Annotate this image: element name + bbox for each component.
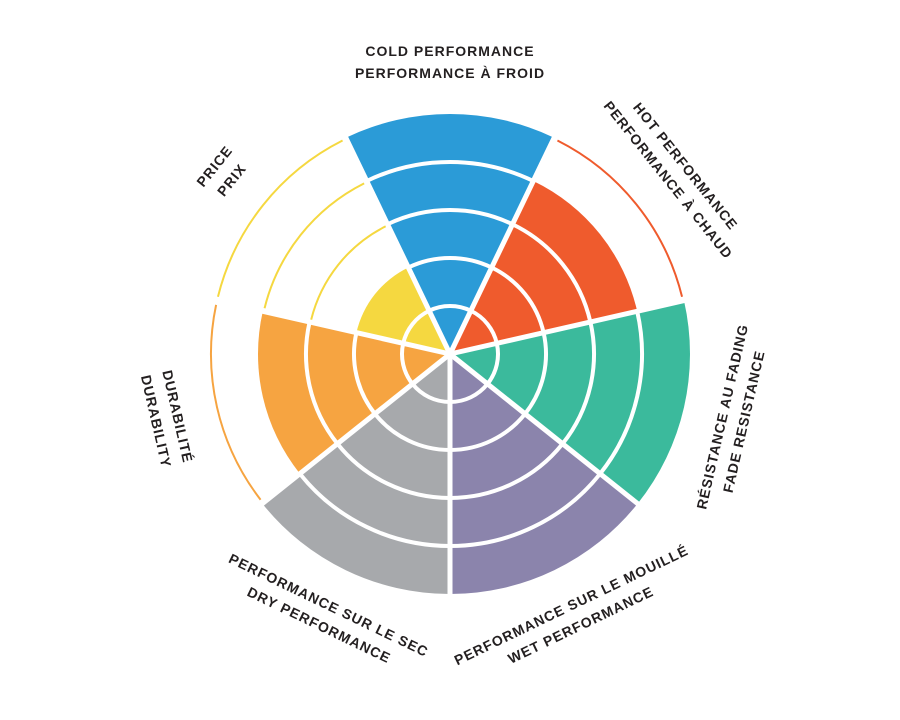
price-remaining-ring-arc	[216, 139, 344, 297]
wet-performance-ring-divider	[449, 472, 602, 548]
segment-separator	[340, 129, 453, 356]
wet-performance-ring-divider	[449, 412, 527, 452]
segment-separator	[254, 352, 452, 511]
wet-performance-ring-divider	[449, 382, 490, 404]
durability-ring-divider	[304, 321, 339, 446]
cold-performance-ring-divider	[407, 256, 493, 270]
cold-performance-ring-divider	[386, 208, 514, 227]
segment-separator	[449, 296, 693, 357]
fade-resistance-ring-divider	[561, 321, 596, 446]
hot-performance-ring-divider	[511, 222, 593, 323]
fade-resistance-ring-divider	[598, 310, 644, 475]
fade-resistance-ring-divider	[523, 332, 548, 416]
segment-separator	[207, 296, 451, 357]
hot-performance-ring-divider	[490, 265, 546, 334]
label-line-en: COLD PERFORMANCE	[365, 43, 535, 59]
hot-performance-ring-divider	[469, 308, 499, 344]
label-cold-performance: COLD PERFORMANCE PERFORMANCE À FROID	[355, 40, 545, 84]
hot-performance-remaining-ring-arc	[556, 139, 684, 297]
fade-resistance-wedge	[450, 300, 690, 504]
durability-remaining-ring-arc	[210, 304, 262, 501]
price-wedge	[356, 267, 450, 354]
dry-performance-ring-divider	[410, 382, 451, 404]
price-remaining-ring-arc	[263, 182, 365, 309]
hot-performance-wedge	[450, 181, 638, 354]
dry-performance-ring-divider	[373, 412, 451, 452]
price-remaining-ring-arc	[310, 225, 387, 320]
wet-performance-wedge	[450, 354, 638, 594]
fade-resistance-ring-divider	[485, 342, 501, 386]
durability-ring-divider	[399, 342, 415, 386]
dry-performance-wedge	[262, 354, 450, 594]
wet-performance-ring-divider	[449, 442, 565, 500]
segment-separator	[448, 352, 646, 511]
segment-separator	[447, 129, 560, 356]
price-ring-divider	[401, 308, 431, 344]
cold-performance-wedge	[345, 114, 555, 354]
dry-performance-ring-divider	[335, 442, 451, 500]
label-line-fr: PERFORMANCE À FROID	[354, 65, 546, 81]
cold-performance-ring-divider	[428, 303, 472, 313]
dry-performance-ring-divider	[298, 472, 451, 548]
cold-performance-ring-divider	[365, 160, 535, 183]
durability-ring-divider	[352, 332, 377, 416]
